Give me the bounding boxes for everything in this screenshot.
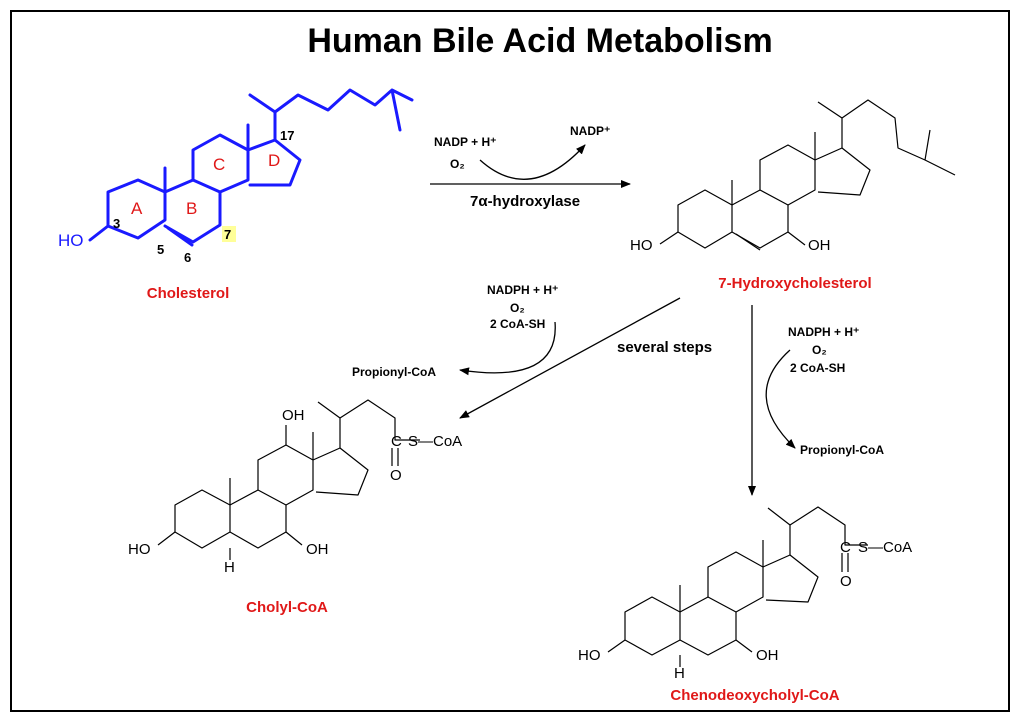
- hydroxycholesterol-oh: OH: [808, 237, 831, 254]
- chenodeoxycholyl-coa-h: H: [674, 665, 685, 682]
- ring-d-label: D: [268, 151, 280, 170]
- reaction-2-cofactor: NADPH + H⁺: [487, 283, 558, 297]
- cholesterol-structure: HO A B C D 3 5 6 7 17: [58, 88, 414, 265]
- reaction-3-product: Propionyl-CoA: [800, 443, 884, 457]
- reaction-2-coa: 2 CoA-SH: [490, 317, 545, 331]
- reaction-3-coa: 2 CoA-SH: [790, 361, 845, 375]
- cholyl-coa-oh-12: OH: [282, 407, 305, 424]
- cholyl-coa-h: H: [224, 559, 235, 576]
- cholyl-coa-ho: HO: [128, 541, 151, 558]
- atom-number-17: 17: [280, 128, 294, 143]
- chenodeoxycholyl-coa-oh: OH: [756, 647, 779, 664]
- reaction-2-o2: O₂: [510, 301, 525, 315]
- reaction-2-product: Propionyl-CoA: [352, 365, 436, 379]
- cholyl-coa-carbon: C: [391, 433, 402, 450]
- ring-a-label: A: [131, 199, 143, 218]
- reaction-2-arrow: [459, 297, 681, 419]
- reaction-2-curve-arrow: [459, 321, 556, 376]
- hydroxycholesterol-structure: HO OH: [630, 99, 956, 254]
- atom-number-5: 5: [157, 242, 164, 257]
- reaction-1-cofactor-in: NADP + H⁺: [434, 135, 496, 149]
- cholyl-coa-s-coa: S—CoA: [408, 433, 462, 450]
- atom-number-3: 3: [113, 216, 120, 231]
- ring-c-label: C: [213, 155, 225, 174]
- reaction-1: NADP + H⁺ O₂ NADP⁺ 7α-hydroxylase: [430, 124, 631, 210]
- chenodeoxycholyl-coa-label: Chenodeoxycholyl-CoA: [670, 687, 839, 704]
- hydroxycholesterol-ho: HO: [630, 237, 653, 254]
- ring-b-label: B: [186, 199, 197, 218]
- reaction-3: NADPH + H⁺ O₂ 2 CoA-SH Propionyl-CoA: [748, 305, 884, 496]
- cholyl-coa-structure: OH C S—CoA O HO OH H: [128, 399, 462, 576]
- chenodeoxycholyl-coa-ho: HO: [578, 647, 601, 664]
- reaction-1-curve-arrow: [479, 144, 586, 180]
- atom-number-6: 6: [184, 250, 191, 265]
- cholyl-coa-oxygen: O: [390, 467, 402, 484]
- reaction-3-curve-arrow: [765, 349, 796, 449]
- chenodeoxycholyl-coa-s-coa: S—CoA: [858, 539, 912, 556]
- cholesterol-ho: HO: [58, 231, 84, 250]
- diagram-frame: [10, 10, 1010, 712]
- reaction-3-o2: O₂: [812, 343, 827, 357]
- chenodeoxycholyl-coa-structure: C S—CoA O HO OH H: [578, 506, 912, 682]
- reaction-2-note: several steps: [617, 339, 712, 356]
- chenodeoxycholyl-coa-carbon: C: [840, 539, 851, 556]
- reaction-1-enzyme: 7α-hydroxylase: [470, 193, 580, 210]
- reaction-3-cofactor: NADPH + H⁺: [788, 325, 859, 339]
- chenodeoxycholyl-coa-oxygen: O: [840, 573, 852, 590]
- reaction-1-cofactor-out: NADP⁺: [570, 124, 610, 138]
- cholyl-coa-oh-7: OH: [306, 541, 329, 558]
- reaction-1-o2: O₂: [450, 157, 465, 171]
- atom-number-7: 7: [224, 227, 231, 242]
- hydroxycholesterol-label: 7-Hydroxycholesterol: [718, 275, 871, 292]
- cholesterol-label: Cholesterol: [147, 285, 230, 302]
- c7-highlight: [222, 226, 236, 242]
- reaction-2: NADPH + H⁺ O₂ 2 CoA-SH Propionyl-CoA sev…: [352, 283, 712, 419]
- diagram-title: Human Bile Acid Metabolism: [307, 22, 772, 60]
- cholyl-coa-label: Cholyl-CoA: [246, 599, 328, 616]
